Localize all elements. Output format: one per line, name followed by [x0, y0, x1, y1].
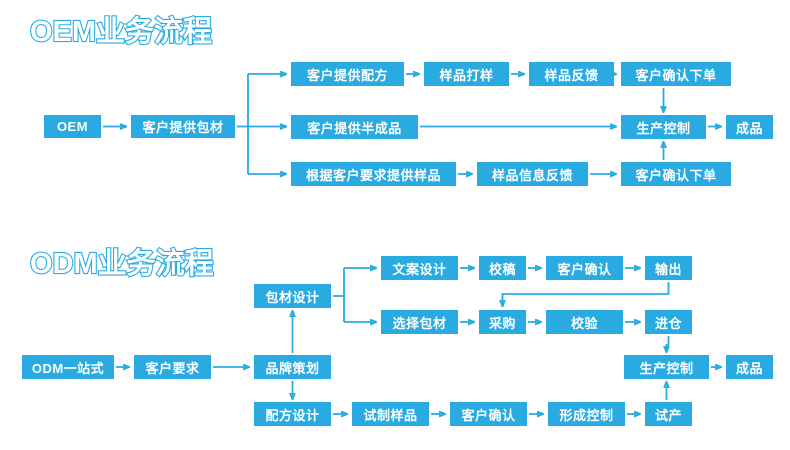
node-odm-r4-1[interactable]: 配方设计 — [254, 402, 331, 426]
node-oem-r1-4[interactable]: 客户确认下单 — [621, 62, 731, 86]
node-label: 生产控制 — [639, 360, 694, 376]
node-label: 客户提供包材 — [142, 120, 224, 135]
node-label: 客户提供半成品 — [307, 120, 402, 136]
node-oem-r2-final[interactable]: 成品 — [726, 115, 773, 139]
node-label: 根据客户要求提供样品 — [305, 167, 441, 183]
node-label: 样品打样 — [439, 67, 494, 83]
node-odm-r4-2[interactable]: 试制样品 — [352, 402, 429, 426]
node-odm-final[interactable]: 成品 — [726, 355, 773, 379]
node-label: 校稿 — [488, 261, 516, 277]
node-label: 采购 — [488, 315, 516, 331]
wire-odm-warehouse-to-prod — [667, 336, 669, 352]
node-oem-r1-1[interactable]: 客户提供配方 — [291, 62, 404, 86]
wire-odm-output-to-purchase — [503, 282, 670, 306]
node-label: 成品 — [735, 120, 763, 136]
node-label: 品牌策划 — [265, 360, 320, 376]
node-odm-r1-1[interactable]: 文案设计 — [381, 256, 458, 280]
node-label: 配方设计 — [265, 407, 320, 423]
node-oem-r3-3[interactable]: 客户确认下单 — [621, 162, 731, 186]
node-label: 校验 — [570, 315, 598, 331]
node-label: 文案设计 — [392, 261, 447, 277]
node-label: 试制样品 — [363, 407, 418, 423]
node-label: 客户确认 — [461, 407, 516, 423]
node-oem-r2-1[interactable]: 客户提供半成品 — [291, 115, 418, 139]
node-odm-r4-3[interactable]: 客户确认 — [450, 402, 527, 426]
node-odm-start[interactable]: ODM一站式 — [22, 355, 114, 379]
node-odm-r2-2[interactable]: 采购 — [479, 310, 526, 334]
node-label: 选择包材 — [392, 315, 447, 331]
node-odm-r2-1[interactable]: 选择包材 — [381, 310, 458, 334]
node-odm-baocai[interactable]: 包材设计 — [254, 284, 331, 308]
node-odm-r4-5[interactable]: 试产 — [645, 402, 692, 426]
node-label: 客户确认 — [557, 261, 612, 277]
node-label: 客户提供配方 — [306, 67, 388, 83]
node-oem-r3-1[interactable]: 根据客户要求提供样品 — [291, 162, 456, 186]
node-label: 包材设计 — [265, 289, 320, 305]
node-odm-r4-4[interactable]: 形成控制 — [548, 402, 625, 426]
node-label: 形成控制 — [559, 407, 614, 423]
node-odm-brand[interactable]: 品牌策划 — [254, 355, 331, 379]
node-odm-r2-4[interactable]: 进仓 — [645, 310, 692, 334]
node-oem-start[interactable]: OEM — [44, 115, 101, 138]
node-odm-r1-4[interactable]: 输出 — [645, 256, 692, 280]
node-label: 生产控制 — [636, 120, 691, 136]
node-oem-r3-2[interactable]: 样品信息反馈 — [477, 162, 588, 186]
node-label: 样品信息反馈 — [491, 167, 573, 183]
node-label: 客户确认下单 — [635, 167, 717, 183]
node-oem-r1-2[interactable]: 样品打样 — [424, 62, 509, 86]
node-label: 输出 — [654, 261, 682, 277]
node-odm-prod[interactable]: 生产控制 — [624, 355, 709, 379]
node-odm-r2-3[interactable]: 校验 — [546, 310, 623, 334]
node-oem-r2-prod[interactable]: 生产控制 — [621, 115, 706, 139]
node-oem-baocai[interactable]: 客户提供包材 — [131, 115, 235, 138]
node-label: 试产 — [654, 407, 682, 423]
node-oem-r1-3[interactable]: 样品反馈 — [529, 62, 614, 86]
node-label: OEM — [56, 119, 89, 134]
node-label: 样品反馈 — [544, 67, 599, 83]
node-odm-r1-3[interactable]: 客户确认 — [546, 256, 623, 280]
node-label: ODM一站式 — [31, 360, 105, 376]
section-title-oem: OEM业务流程 — [29, 16, 213, 48]
node-label: 客户确认下单 — [635, 67, 717, 83]
node-odm-req[interactable]: 客户要求 — [134, 355, 211, 379]
node-label: 成品 — [735, 360, 763, 376]
node-label: 进仓 — [654, 315, 682, 331]
section-title-odm: ODM业务流程 — [29, 248, 215, 280]
node-odm-r1-2[interactable]: 校稿 — [479, 256, 526, 280]
node-label: 客户要求 — [145, 360, 200, 376]
